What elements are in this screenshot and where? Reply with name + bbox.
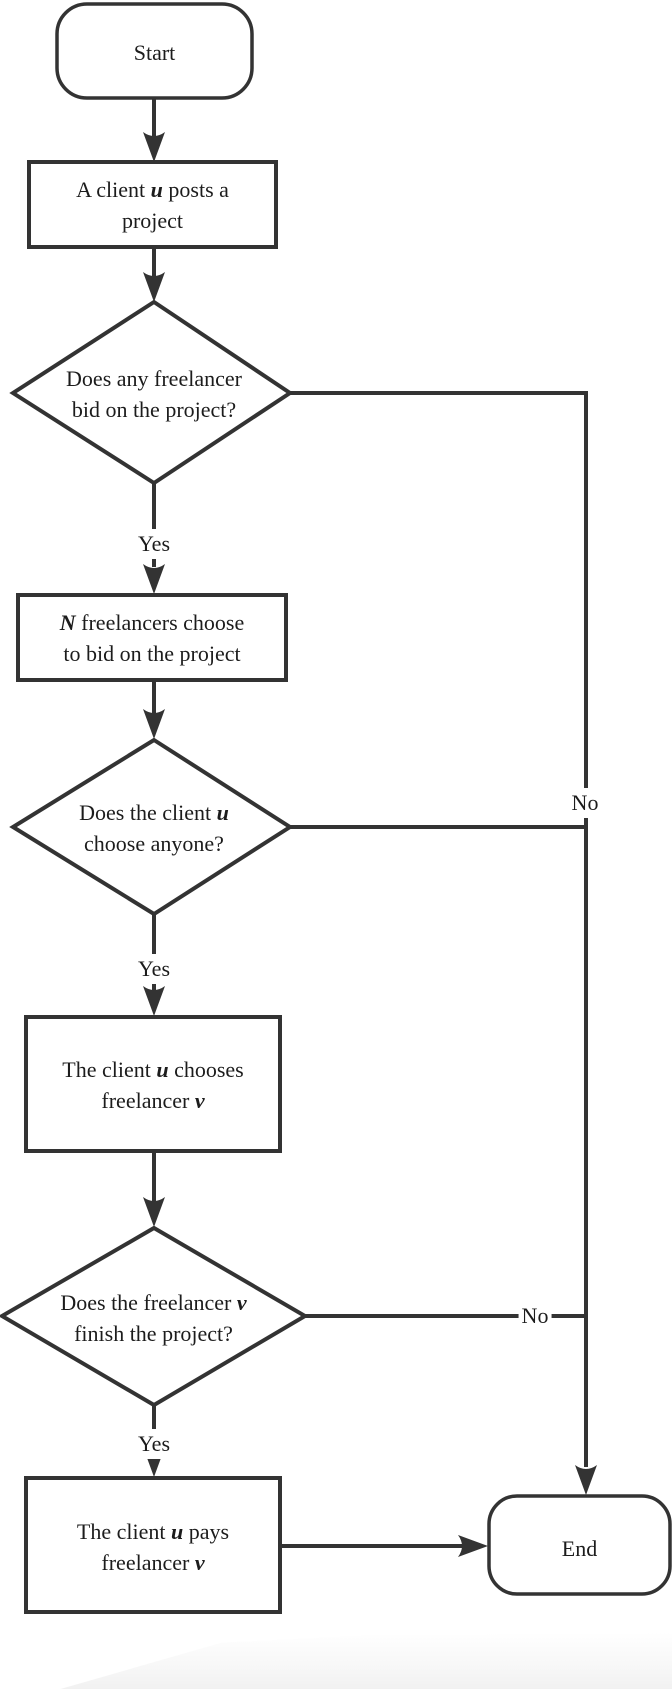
bid-question-node-shape [9,299,294,486]
arrowhead [143,272,165,302]
edge-label-finish-yes: Yes [134,1429,174,1459]
arrowhead [575,1465,597,1495]
finish-question-node-shape [0,1225,309,1408]
post-project-node-shape [27,160,278,249]
edge-label-bid-yes: Yes [134,529,174,559]
edge-label-choose-yes: Yes [134,954,174,984]
arrowhead [143,564,165,594]
arrowhead [143,132,165,162]
bidders-node-shape [16,593,288,682]
arrowhead [458,1535,488,1557]
choose-question-node-shape [9,737,294,917]
arrowhead [143,1197,165,1227]
arrowhead [143,709,165,739]
arrowhead [143,986,165,1016]
start-node-shape [55,2,254,100]
pay-freelancer-node-shape [24,1476,282,1614]
edge-label-finish-no: No [518,1301,552,1331]
choose-freelancer-node-shape [24,1015,282,1153]
edge-label-no-junction: No [568,788,602,818]
edge-no-branch-line [290,391,588,1467]
end-node-shape [487,1494,672,1596]
